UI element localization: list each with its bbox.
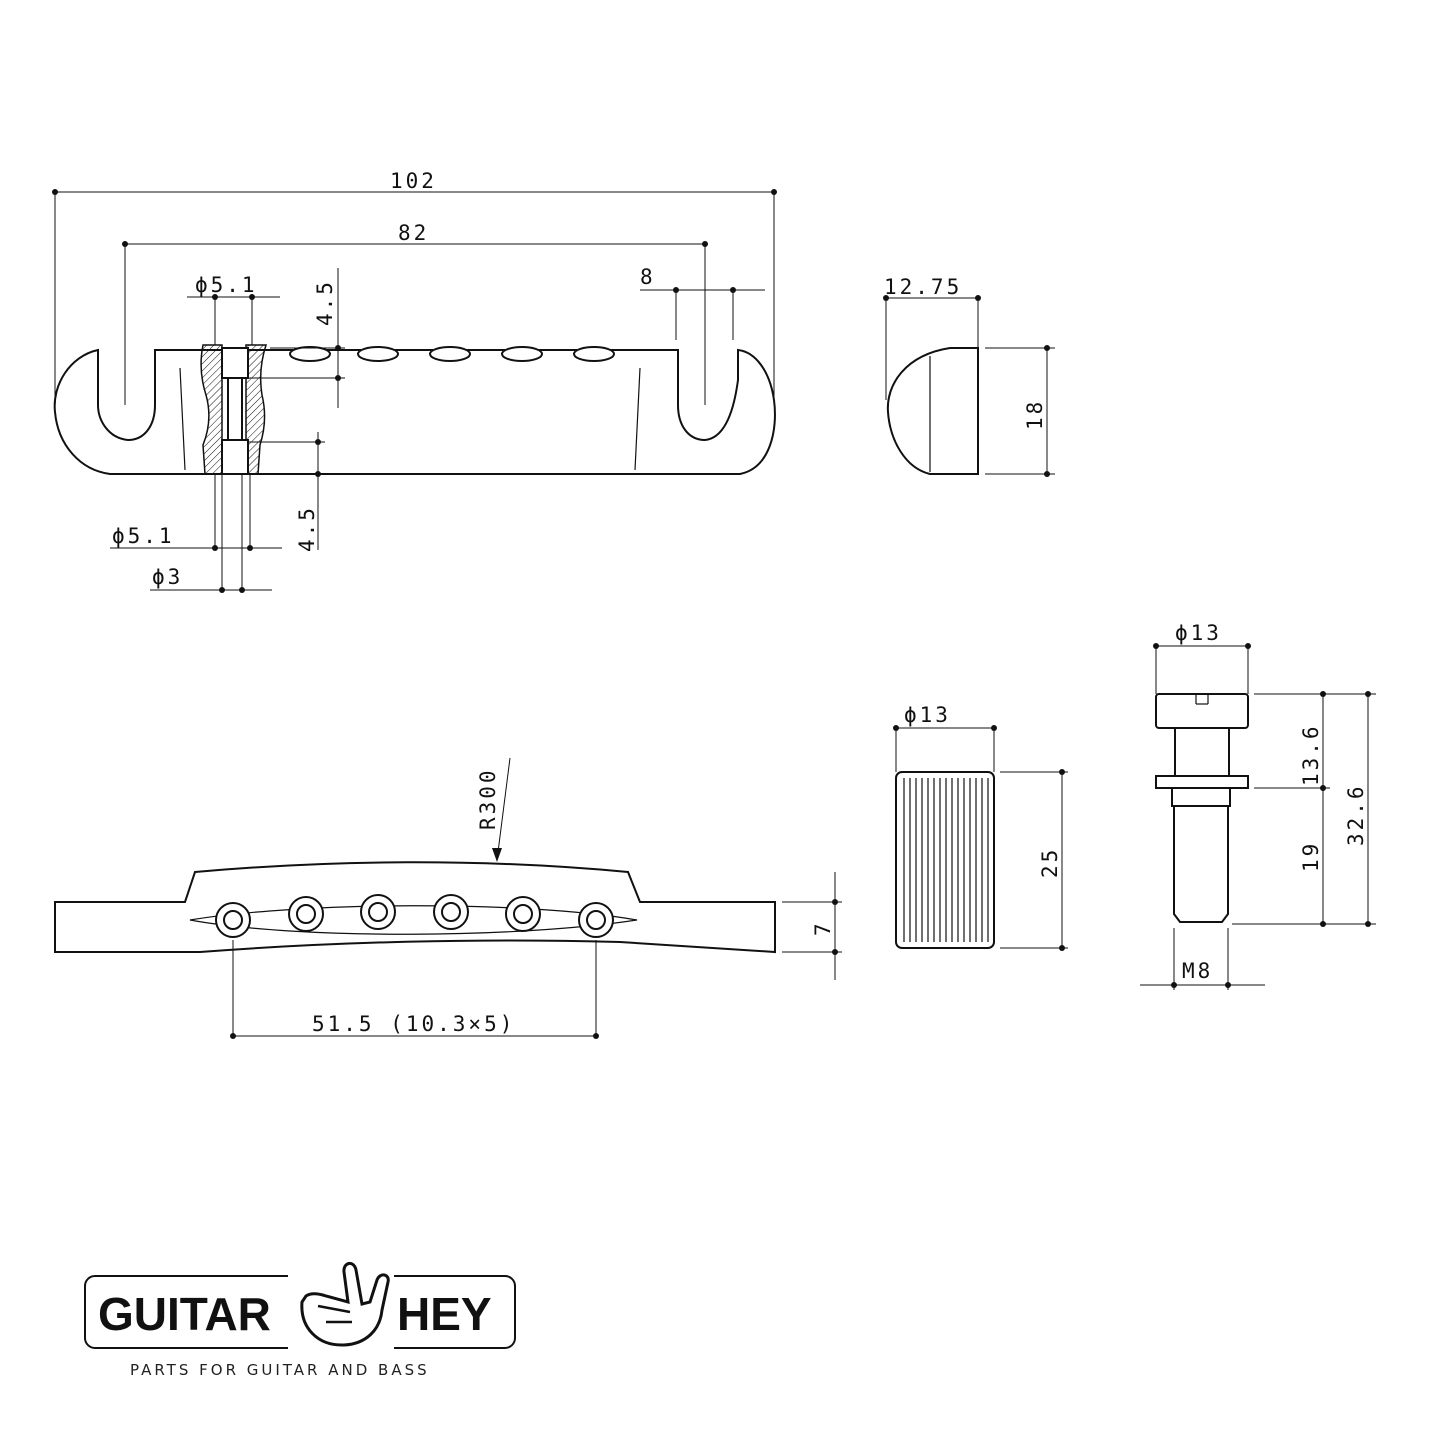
- depth-bottom-label: 4.5: [295, 505, 319, 552]
- slot-width-label: 8: [640, 265, 656, 289]
- logo-left-text: GUITAR: [98, 1288, 271, 1340]
- height-front-label: 7: [811, 920, 835, 936]
- bolt-thread-label: M8: [1182, 959, 1213, 983]
- post-spacing-label: 82: [398, 221, 429, 245]
- top-view-dimensions: 102 82 8 ϕ5.1 4.5 4.5 ϕ5.1 ϕ3: [52, 169, 777, 593]
- stud-view: ϕ13 25: [893, 703, 1068, 951]
- logo-right-text: HEY: [397, 1288, 492, 1340]
- hole-dia-bottom-label: ϕ5.1: [112, 524, 175, 548]
- tailpiece-front-view: R300 7 51.5 (10.3×5): [54, 757, 842, 1039]
- hole-dia-top-label: ϕ5.1: [195, 273, 258, 297]
- stud-height-label: 25: [1038, 847, 1062, 878]
- rock-hand-icon: [288, 1262, 394, 1356]
- logo-tagline: PARTS FOR GUITAR AND BASS: [130, 1361, 430, 1379]
- radius-label: R300: [476, 767, 500, 830]
- end-height-label: 18: [1023, 399, 1047, 430]
- pin-dia-label: ϕ3: [152, 565, 183, 589]
- brand-logo: GUITAR HEY PARTS FOR GUITAR AND BASS: [84, 1262, 516, 1379]
- bolt-lower-label: 19: [1299, 841, 1323, 872]
- string-holes-front: [215, 894, 614, 938]
- string-spacing-label: 51.5 (10.3×5): [312, 1012, 515, 1036]
- tailpiece-end-view: 12.75 18: [883, 275, 1055, 477]
- bolt-view: ϕ13 13.6 19 32.6 M8: [1140, 621, 1376, 990]
- stud-dia-label: ϕ13: [904, 703, 951, 727]
- bolt-upper-label: 13.6: [1299, 723, 1323, 786]
- depth-top-label: 4.5: [313, 279, 337, 326]
- total-length-label: 102: [390, 169, 437, 193]
- bolt-head-dia-label: ϕ13: [1175, 621, 1222, 645]
- bolt-total-label: 32.6: [1344, 783, 1368, 846]
- tailpiece-top-view: [53, 344, 776, 475]
- end-width-label: 12.75: [884, 275, 962, 299]
